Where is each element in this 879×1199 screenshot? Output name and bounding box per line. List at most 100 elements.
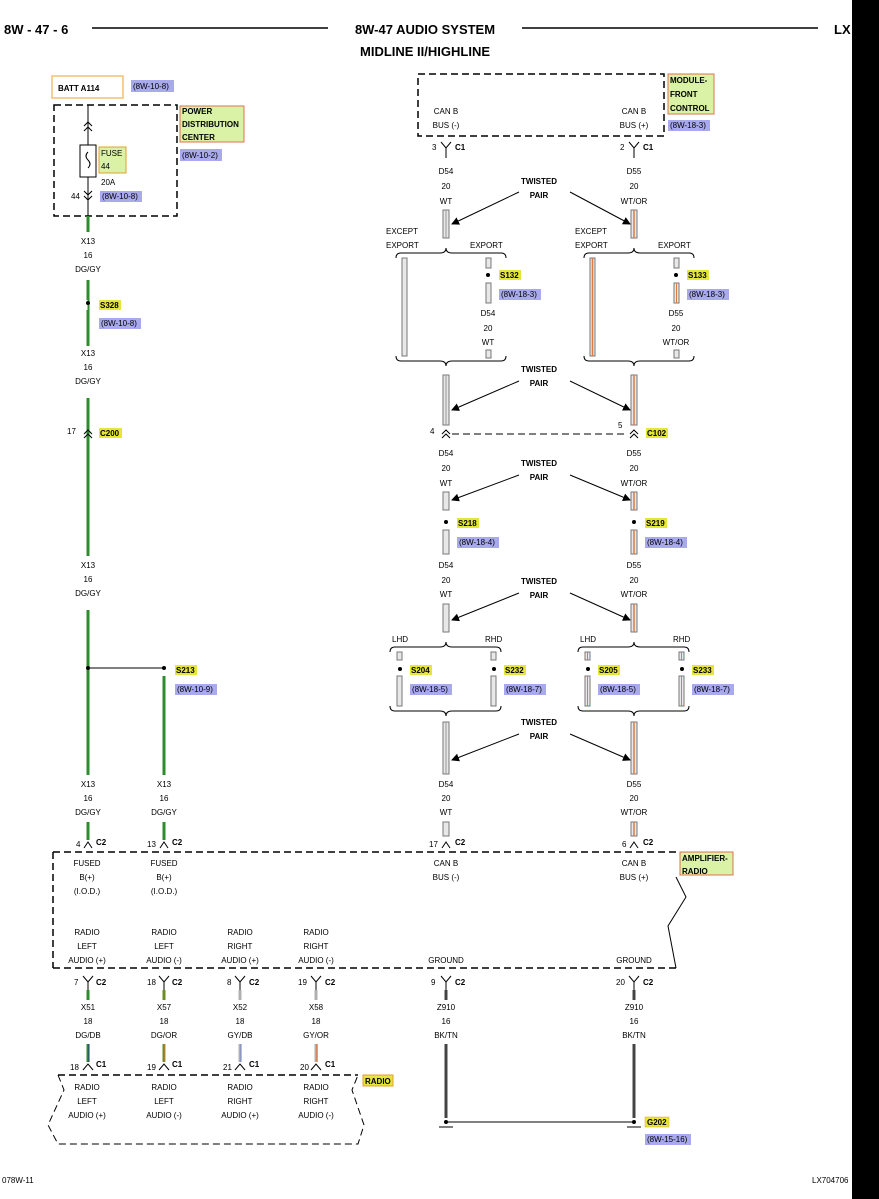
svg-text:LEFT: LEFT [77,942,97,951]
s219-ref-tag[interactable] [645,537,687,548]
svg-text:S233[interactable]: S233 [693,666,712,675]
s213-tag[interactable] [175,665,197,675]
svg-text:(8W-15-16)[interactable]: (8W-15-16) [647,1135,688,1144]
svg-text:PAIR: PAIR [530,732,549,741]
svg-text:S133[interactable]: S133 [688,271,707,280]
mfc-ref[interactable]: (8W-18-3) [670,121,706,130]
svg-text:S204[interactable]: S204 [411,666,430,675]
g202-ref-tag[interactable] [645,1134,691,1145]
svg-text:X13: X13 [81,780,96,789]
s204-ref-tag[interactable] [410,684,452,695]
svg-text:20: 20 [442,464,451,473]
svg-text:C2: C2 [96,978,107,987]
svg-text:8: 8 [227,978,232,987]
svg-text:S218[interactable]: S218 [458,519,477,528]
fuse-label-1: FUSE [101,149,122,158]
s213-label[interactable]: S213 [176,666,195,675]
c200-label[interactable]: C200 [100,429,120,438]
s328-ref[interactable]: (8W-10-8) [101,319,137,328]
connector-chevron-icon [83,190,93,201]
svg-text:S219[interactable]: S219 [646,519,665,528]
svg-text:(8W-18-4)[interactable]: (8W-18-4) [647,538,683,547]
svg-text:WT/OR: WT/OR [621,479,648,488]
svg-text:CAN B: CAN B [434,859,458,868]
svg-text:D55: D55 [627,449,642,458]
batt-ref[interactable]: (8W-10-8) [133,82,169,91]
fuse-ref[interactable]: (8W-10-8) [102,192,138,201]
s132-tag[interactable] [499,270,521,280]
svg-text:D54: D54 [439,167,454,176]
svg-text:C2: C2 [455,978,466,987]
svg-text:(8W-18-7)[interactable]: (8W-18-7) [506,685,542,694]
svg-text:C1: C1 [172,1060,183,1069]
s218-tag[interactable] [457,518,479,528]
svg-text:LHD: LHD [580,635,596,644]
s133-tag[interactable] [687,270,709,280]
pdc-ref[interactable]: (8W-10-2) [182,151,218,160]
splice-s213-dot [162,666,166,670]
svg-text:MODULE-: MODULE- [670,76,708,85]
batt-ref-tag[interactable] [131,80,174,92]
wire-x52 [238,990,242,1062]
s218-ref-tag[interactable] [457,537,499,548]
s213-ref-tag[interactable] [175,684,217,695]
connector-fork-icon [310,1063,322,1071]
svg-text:16: 16 [84,794,93,803]
s232-ref-tag[interactable] [504,684,546,695]
svg-text:WT: WT [440,479,453,488]
connector-fork-icon [310,975,322,990]
svg-text:CONTROL: CONTROL [670,104,710,113]
pdc-ref-tag[interactable] [180,149,222,161]
s232-tag[interactable] [504,665,526,675]
fuse-ref-tag[interactable] [100,191,142,202]
s328-ref-tag[interactable] [99,318,141,329]
svg-text:AUDIO (+): AUDIO (+) [221,1111,259,1120]
svg-text:(8W-18-5)[interactable]: (8W-18-5) [600,685,636,694]
page-title: 8W-47 AUDIO SYSTEM [355,22,495,37]
svg-text:S232[interactable]: S232 [505,666,524,675]
svg-text:DG/GY: DG/GY [75,808,101,817]
svg-text:20: 20 [442,182,451,191]
page-number: 8W - 47 - 6 [4,22,68,37]
svg-text:G202[interactable]: G202 [647,1118,667,1127]
svg-text:AUDIO (+): AUDIO (+) [221,956,259,965]
svg-text:4: 4 [76,840,81,849]
mfc-ref-tag[interactable] [668,120,710,131]
s132-ref-tag[interactable] [499,289,541,300]
svg-text:(8W-18-3)[interactable]: (8W-18-3) [689,290,725,299]
fuse-label-box [98,146,127,174]
svg-text:C102[interactable]: C102 [647,429,667,438]
svg-text:C1: C1 [643,143,654,152]
c200-tag[interactable] [99,428,122,438]
s205-ref-tag[interactable] [598,684,640,695]
s219-tag[interactable] [645,518,667,528]
c102-tag[interactable] [646,428,668,438]
s213-ref[interactable]: (8W-10-9) [177,685,213,694]
svg-text:D55: D55 [627,780,642,789]
s204-tag[interactable] [410,665,432,675]
svg-text:C1: C1 [455,143,466,152]
svg-text:RIGHT: RIGHT [304,1097,329,1106]
s233-tag[interactable] [692,665,714,675]
s205-tag[interactable] [598,665,620,675]
s233-ref-tag[interactable] [692,684,734,695]
s328-tag[interactable] [99,300,121,310]
svg-text:C2: C2 [172,838,183,847]
svg-text:DG/DB: DG/DB [75,1031,100,1040]
svg-text:20: 20 [616,978,625,987]
svg-text:(8W-18-3)[interactable]: (8W-18-3) [501,290,537,299]
svg-text:C1: C1 [96,1060,107,1069]
connector-fork-icon [441,841,451,849]
s133-ref-tag[interactable] [687,289,729,300]
svg-text:C2: C2 [325,978,336,987]
g202-tag[interactable] [644,1116,670,1128]
svg-text:S205[interactable]: S205 [599,666,618,675]
s328-label[interactable]: S328 [100,301,119,310]
svg-text:S132[interactable]: S132 [500,271,519,280]
svg-text:(8W-18-7)[interactable]: (8W-18-7) [694,685,730,694]
connector-chevron-icon [629,429,639,439]
svg-text:(8W-18-5)[interactable]: (8W-18-5) [412,685,448,694]
svg-text:(8W-18-4)[interactable]: (8W-18-4) [459,538,495,547]
svg-text:18: 18 [84,1017,93,1026]
